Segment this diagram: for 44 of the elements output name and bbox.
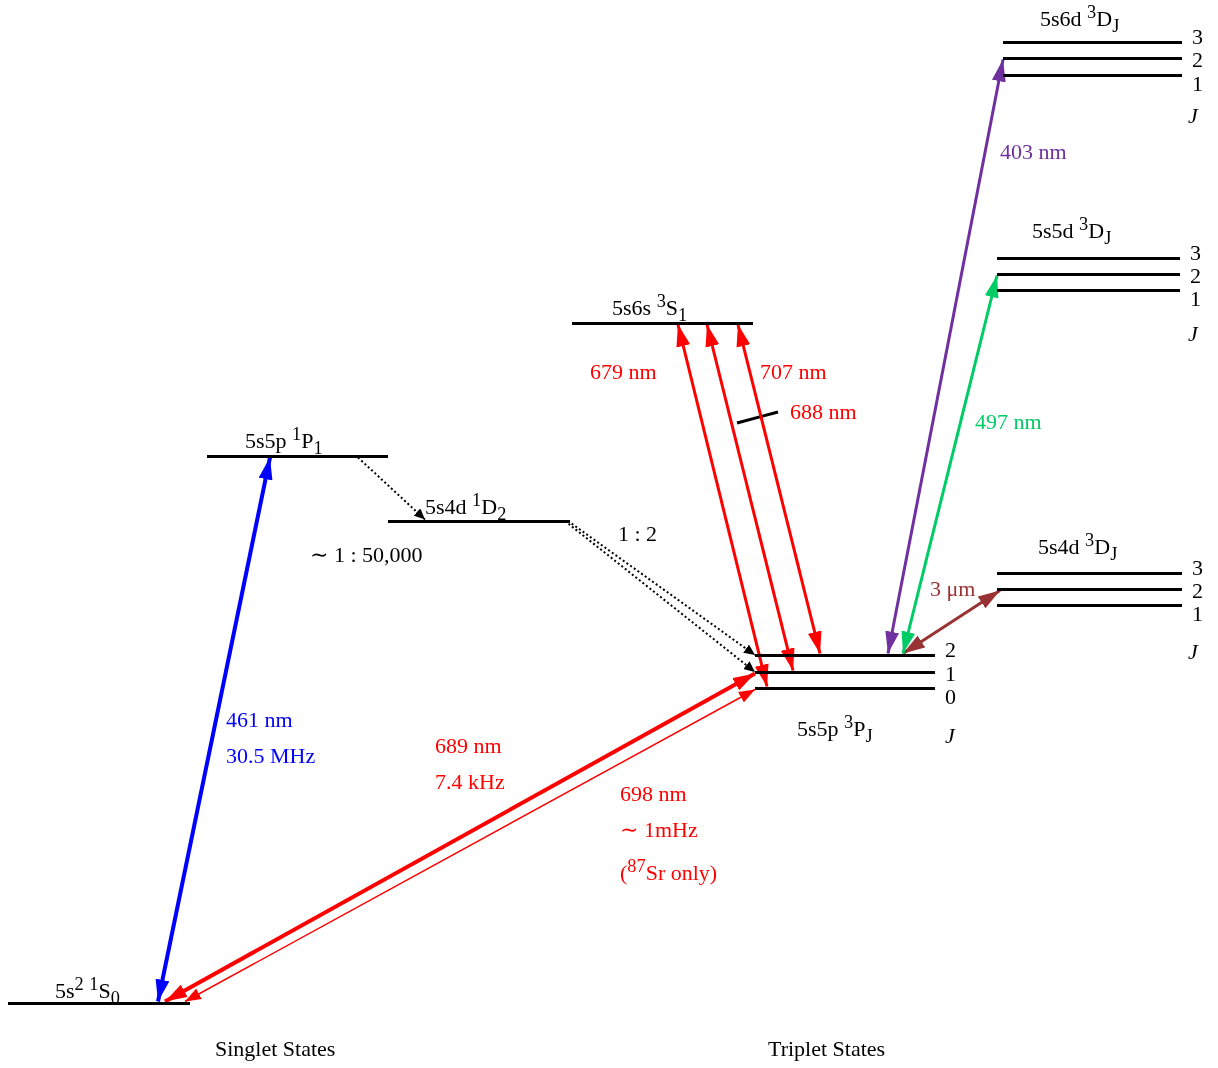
j-value: 2 <box>1190 264 1201 288</box>
column-heading: Singlet States <box>215 1037 336 1061</box>
j-value: 2 <box>1192 48 1203 72</box>
term-label: 5s4d $^{1}$D$_{2}$ <box>425 489 507 526</box>
double-arrow <box>901 275 999 654</box>
edge-label: 689 nm 7.4 kHz <box>435 732 505 796</box>
double-arrow <box>705 324 795 671</box>
double-arrow <box>902 589 1001 655</box>
j-value: 2 <box>1192 579 1203 603</box>
j-value: 3 <box>1192 25 1203 49</box>
double-arrow <box>676 324 769 687</box>
j-value: 3 <box>1192 556 1203 580</box>
edge-label: 403 nm <box>1000 138 1067 166</box>
j-value: 1 <box>1192 602 1203 626</box>
j-value: 1 <box>1192 72 1203 96</box>
edge-label: 679 nm <box>590 358 657 386</box>
term-label: 5s4d $^{3}$D$_{J}$ <box>1038 529 1118 566</box>
j-value: 0 <box>945 685 956 709</box>
term-label: 5s6s $^{3}$S$_{1}$ <box>612 290 688 327</box>
j-value: 3 <box>1190 241 1201 265</box>
double-arrow <box>736 324 822 654</box>
column-heading: Triplet States <box>768 1037 886 1061</box>
edge-label: ∼ 1 : 50,000 <box>310 541 423 569</box>
quantum-number-label: J <box>1188 640 1198 664</box>
j-value: 1 <box>1190 287 1201 311</box>
edge-label: 698 nm ∼ 1mHz ($^{87}$Sr only) <box>620 780 718 888</box>
quantum-number-label: J <box>945 724 955 748</box>
edge-label: 688 nm <box>790 398 857 426</box>
edge-label: 3 μm <box>930 575 976 603</box>
ratio-label: 1 : 2 <box>618 522 658 546</box>
edge-label: 497 nm <box>975 408 1042 436</box>
arrow <box>357 456 426 521</box>
quantum-number-label: J <box>1188 322 1198 346</box>
term-label: 5s6d $^{3}$D$_{J}$ <box>1040 1 1120 38</box>
double-arrow <box>155 457 273 1002</box>
j-value: 1 <box>945 662 956 686</box>
double-arrow <box>885 59 1006 654</box>
quantum-number-label: J <box>1188 104 1198 128</box>
term-label: 5s5p $^{3}$P$_{J}$ <box>797 711 873 748</box>
edge-label: 707 nm <box>760 358 827 386</box>
term-label: 5s5d $^{3}$D$_{J}$ <box>1032 213 1112 250</box>
edge-label: 461 nm 30.5 MHz <box>226 706 316 770</box>
j-value: 2 <box>945 638 956 662</box>
term-label: 5s5p $^{1}$P$_{1}$ <box>245 423 323 460</box>
